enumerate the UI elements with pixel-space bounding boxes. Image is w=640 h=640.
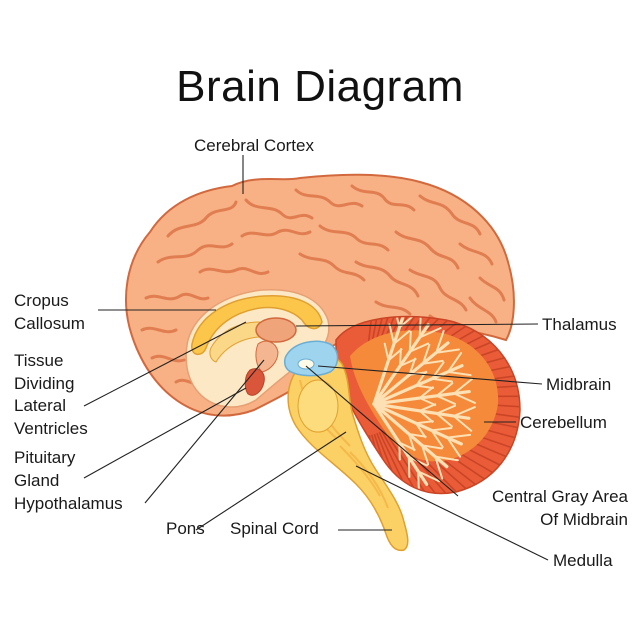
label-medulla: Medulla <box>553 551 613 570</box>
label-pituitary-gland: Pituitary Gland <box>14 447 75 492</box>
label-tissue-line-1: Tissue <box>14 351 64 370</box>
central-gray-area <box>297 358 315 370</box>
label-tissue-line-3: Lateral <box>14 396 66 415</box>
label-corpus-callosum: Cropus Callosum <box>14 290 85 335</box>
label-midbrain: Midbrain <box>546 375 612 394</box>
label-central-gray-area-of-midbrain: Central Gray Area Of Midbrain <box>456 486 628 531</box>
hypothalamus <box>255 340 279 373</box>
label-pituitary-line-2: Gland <box>14 470 60 490</box>
label-thalamus: Thalamus <box>542 315 617 334</box>
label-tissue-line-4: Ventricles <box>14 418 88 438</box>
label-pons: Pons <box>166 519 205 538</box>
label-cerebral-cortex: Cerebral Cortex <box>194 136 314 155</box>
label-pituitary-line-1: Pituitary <box>14 448 76 467</box>
label-tissue-dividing-lateral-ventricles: Tissue Dividing Lateral Ventricles <box>14 350 88 440</box>
label-central-gray-line-1: Central Gray Area <box>491 487 628 506</box>
leader-lines <box>83 155 549 561</box>
label-tissue-line-2: Dividing <box>14 373 75 393</box>
pons <box>297 379 339 433</box>
diagram-title: Brain Diagram <box>176 62 464 111</box>
label-corpus-callosum-line-1: Cropus <box>14 291 69 310</box>
label-cerebellum: Cerebellum <box>520 413 607 432</box>
label-central-gray-line-2: Of Midbrain <box>540 509 628 529</box>
label-corpus-callosum-line-2: Callosum <box>14 313 85 333</box>
thalamus <box>255 317 297 343</box>
label-spinal-cord: Spinal Cord <box>230 519 319 538</box>
label-hypothalamus: Hypothalamus <box>14 494 123 513</box>
corpus-callosum <box>191 295 323 356</box>
